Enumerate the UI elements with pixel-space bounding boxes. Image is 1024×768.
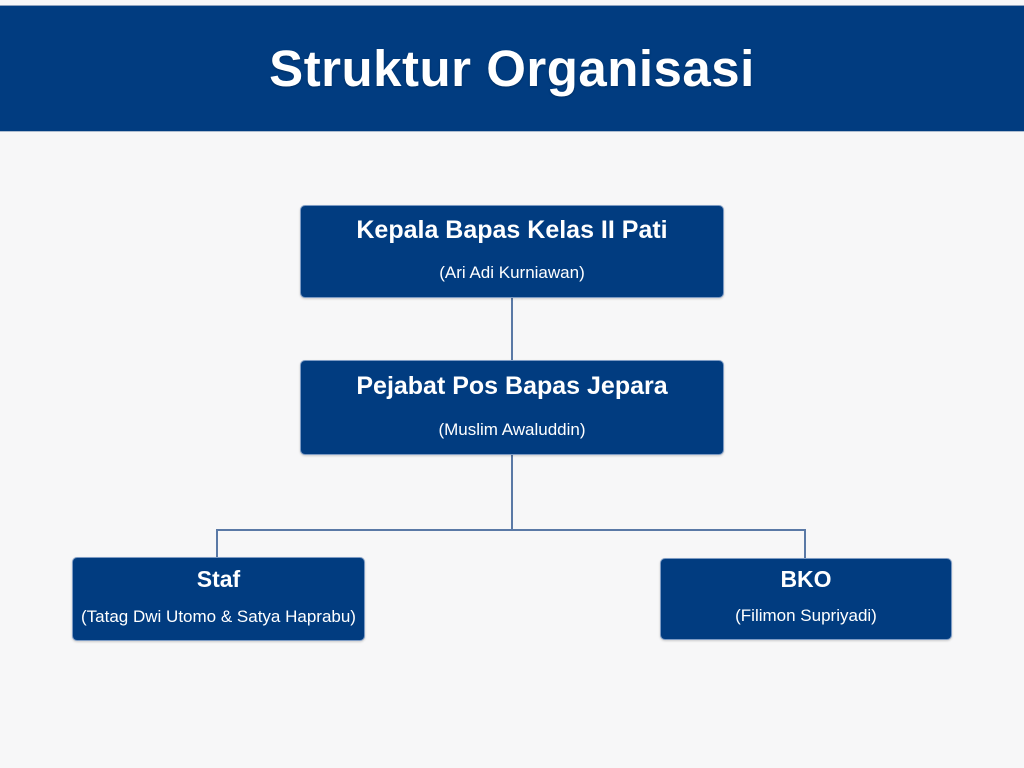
connector-drop-bko — [804, 530, 806, 559]
connector-drop-staf — [216, 530, 218, 558]
node-subtitle: (Tatag Dwi Utomo & Satya Haprabu) — [81, 607, 356, 627]
connector-kepala-pejabat — [511, 298, 513, 361]
node-subtitle: (Muslim Awaluddin) — [438, 420, 586, 440]
org-node-kepala: Kepala Bapas Kelas II Pati (Ari Adi Kurn… — [300, 205, 724, 298]
node-title: BKO — [780, 566, 832, 592]
node-subtitle: (Filimon Supriyadi) — [735, 606, 877, 626]
node-title: Staf — [196, 566, 241, 592]
header-banner: Struktur Organisasi — [0, 5, 1024, 132]
node-subtitle: (Ari Adi Kurniawan) — [439, 263, 585, 283]
org-node-pejabat: Pejabat Pos Bapas Jepara (Muslim Awaludd… — [300, 360, 724, 455]
node-title: Kepala Bapas Kelas II Pati — [356, 216, 668, 244]
org-node-staf: Staf (Tatag Dwi Utomo & Satya Haprabu) — [72, 557, 365, 641]
org-node-bko: BKO (Filimon Supriyadi) — [660, 558, 952, 640]
node-title: Pejabat Pos Bapas Jepara — [356, 372, 668, 400]
page-title: Struktur Organisasi — [269, 40, 755, 97]
connector-branch-horizontal — [216, 529, 806, 531]
connector-pejabat-trunk — [511, 455, 513, 530]
